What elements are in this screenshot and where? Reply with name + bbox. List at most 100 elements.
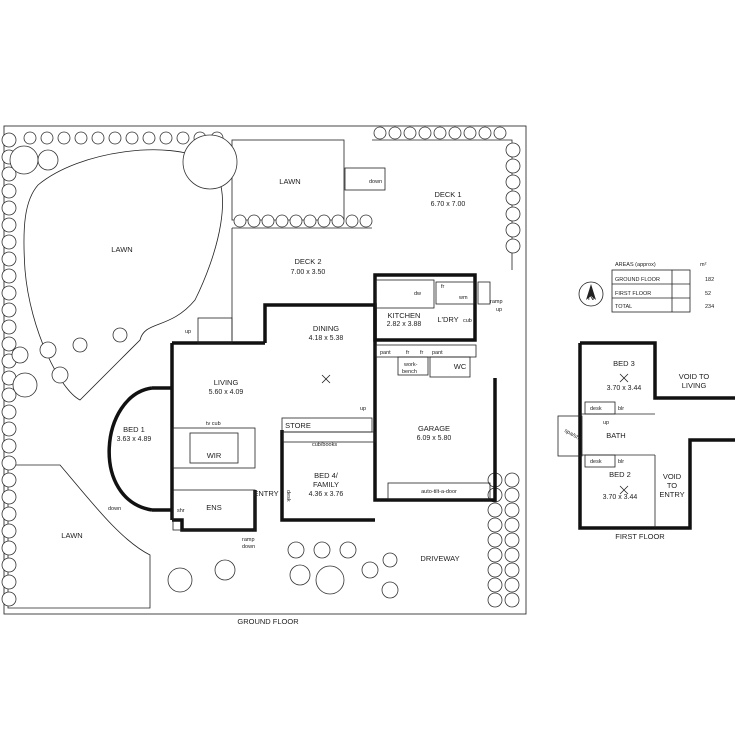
bed4-label-a: BED 4/ — [314, 471, 339, 480]
tree-11 — [1, 319, 17, 335]
kitchen-dim: 2.82 x 3.88 — [387, 321, 422, 328]
tree-68 — [487, 502, 503, 518]
tree-0 — [1, 132, 17, 148]
tree-70 — [487, 532, 503, 548]
tree-62 — [317, 214, 331, 228]
bath-label: BATH — [606, 431, 625, 440]
bench-label: bench — [402, 369, 417, 375]
tv-cub-label: tv cub — [206, 421, 221, 427]
void-entry-b: TO — [667, 481, 677, 490]
property-boundary — [3, 125, 527, 615]
tree-99 — [361, 561, 379, 579]
north-arrow: N — [578, 281, 604, 307]
ramp-down-a: ramp — [242, 537, 255, 543]
ens-label: ENS — [206, 503, 221, 512]
large-tree — [182, 134, 238, 190]
desk-label-bed2: desk — [590, 459, 602, 465]
area-label-first: FIRST FLOOR — [615, 291, 651, 297]
areas-header: AREAS (approx) — [615, 262, 656, 268]
first-floor-caption: FIRST FLOOR — [615, 532, 665, 541]
wir-label: WIR — [207, 451, 222, 460]
store-label: STORE — [285, 421, 311, 430]
tree-17 — [1, 421, 17, 437]
area-value-first: 52 — [705, 291, 711, 297]
tree-16 — [1, 404, 17, 420]
tree-31 — [74, 131, 88, 145]
tree-78 — [504, 517, 520, 533]
tree-76 — [504, 487, 520, 503]
wm-label: wm — [458, 295, 468, 301]
tree-92 — [167, 567, 193, 593]
deck1-dim: 6.70 x 7.00 — [431, 201, 466, 208]
areas-table: AREAS (approx) m² GROUND FLOOR 182 FIRST… — [611, 262, 714, 313]
desk-label-bed4: desk — [285, 490, 291, 502]
lawn-left-label: LAWN — [111, 245, 132, 254]
area-value-ground: 182 — [705, 277, 714, 283]
void-living-b: LIVING — [682, 381, 707, 390]
tree-90 — [72, 337, 88, 353]
tree-57 — [247, 214, 261, 228]
kitchen-label: KITCHEN — [388, 311, 421, 320]
bed2-dim: 3.70 x 3.44 — [603, 494, 638, 501]
tree-7 — [1, 251, 17, 267]
fr-label-1: fr — [406, 350, 410, 356]
bed1-label: BED 1 — [123, 425, 145, 434]
tree-63 — [331, 214, 345, 228]
tree-9 — [1, 285, 17, 301]
bir-label-bed3: blr — [618, 406, 624, 412]
tree-55 — [505, 238, 521, 254]
void-entry-c: ENTRY — [659, 490, 684, 499]
tree-98 — [315, 565, 345, 595]
tree-20 — [1, 472, 17, 488]
areas-unit: m² — [700, 262, 707, 268]
tree-18 — [1, 438, 17, 454]
pant-label-1: pant — [380, 350, 391, 356]
bed3-dim: 3.70 x 3.44 — [607, 385, 642, 392]
tree-96 — [339, 541, 357, 559]
tree-8 — [1, 268, 17, 284]
room-labels: LAWN LAWN LAWN DECK 1 6.70 x 7.00 DECK 2… — [61, 177, 709, 563]
tree-22 — [1, 506, 17, 522]
tree-46 — [463, 126, 477, 140]
tree-32 — [91, 131, 105, 145]
tree-48 — [493, 126, 507, 140]
tree-51 — [505, 174, 521, 190]
tree-36 — [159, 131, 173, 145]
cub-books-label: cub/books — [312, 442, 337, 448]
cub-label: cub — [463, 318, 472, 324]
tree-72 — [487, 562, 503, 578]
bed1-dim: 3.63 x 4.89 — [117, 436, 152, 443]
auto-door-label: auto-tilt-a-door — [421, 489, 457, 495]
ramp-up-label: up — [496, 307, 502, 313]
fr-label-kitchen: fr — [441, 284, 445, 290]
tree-94 — [287, 541, 305, 559]
dining-label: DINING — [313, 324, 339, 333]
tree-60 — [289, 214, 303, 228]
tree-89 — [51, 366, 69, 384]
wc-label: WC — [454, 362, 467, 371]
shr-label: shr — [177, 508, 185, 514]
tree-28 — [23, 131, 37, 145]
tree-81 — [504, 562, 520, 578]
tree-83 — [504, 592, 520, 608]
tree-6 — [1, 234, 17, 250]
tree-91 — [112, 327, 128, 343]
entry-label: ENTRY — [253, 489, 278, 498]
ramp-label: ramp — [490, 299, 503, 305]
deck1-label: DECK 1 — [434, 190, 461, 199]
tree-26 — [1, 574, 17, 590]
up-label-store: up — [360, 406, 366, 412]
void-entry-a: VOID — [663, 472, 682, 481]
tree-95 — [313, 541, 331, 559]
tree-21 — [1, 489, 17, 505]
tree-59 — [275, 214, 289, 228]
tree-80 — [504, 547, 520, 563]
tree-10 — [1, 302, 17, 318]
tree-71 — [487, 547, 503, 563]
tree-29 — [40, 131, 54, 145]
tree-88 — [12, 372, 38, 398]
tree-45 — [448, 126, 462, 140]
tree-64 — [345, 214, 359, 228]
tree-3 — [1, 183, 17, 199]
